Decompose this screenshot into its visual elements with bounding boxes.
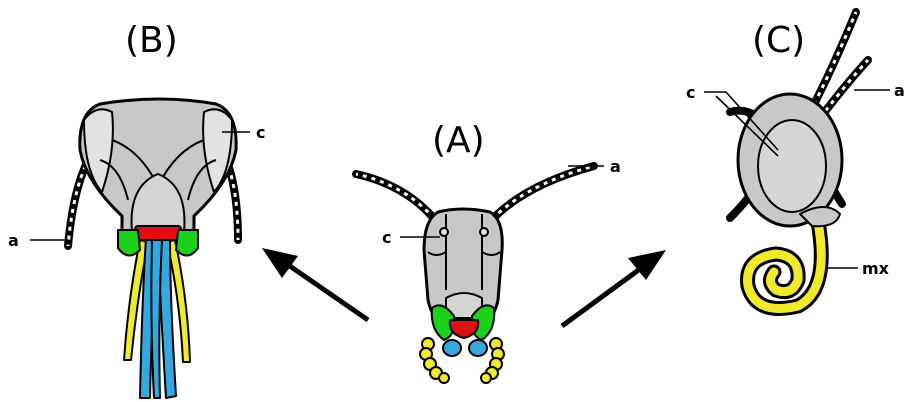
panel-a-antenna-right bbox=[482, 162, 598, 230]
panel-b-mandible-left bbox=[117, 229, 141, 257]
panel-c-label: (C) bbox=[752, 20, 805, 61]
panel-a-label-a: a bbox=[610, 157, 621, 176]
panel-b-proboscis bbox=[123, 237, 191, 399]
arrow-to-panel-b bbox=[262, 248, 370, 323]
panel-a-labrum bbox=[448, 319, 480, 339]
panel-a-maxillary-palps bbox=[419, 337, 505, 384]
panel-a-antenna-left bbox=[352, 170, 444, 230]
panel-b-label-c: c bbox=[256, 123, 265, 142]
panel-b-labrum bbox=[134, 225, 182, 241]
panel-b-label: (B) bbox=[125, 20, 178, 61]
panel-a-head: (A) c a bbox=[352, 120, 621, 384]
panel-a-clypeus bbox=[445, 292, 483, 319]
panel-a-labium-right bbox=[468, 339, 488, 357]
panel-b-head: (B) c a bbox=[8, 20, 265, 399]
panel-a-label: (A) bbox=[432, 120, 485, 161]
panel-c-label-c: c bbox=[686, 83, 695, 102]
panel-c-clypeus bbox=[757, 119, 827, 213]
arrow-to-panel-c bbox=[560, 250, 666, 329]
panel-a-label-c: c bbox=[382, 228, 391, 247]
panel-a-labium-left bbox=[442, 339, 462, 357]
panel-b-label-a: a bbox=[8, 231, 19, 250]
panel-b-compound-eye-right bbox=[202, 108, 233, 193]
panel-c-label-mx: mx bbox=[862, 259, 890, 278]
panel-c-label-a: a bbox=[894, 81, 905, 100]
panel-b-mandible-right bbox=[175, 229, 199, 257]
panel-b-clypeus bbox=[130, 173, 186, 233]
panel-b-compound-eye-left bbox=[83, 108, 114, 193]
panel-b-head-capsule bbox=[78, 97, 238, 236]
panel-c-head: (C) c a mx bbox=[686, 8, 905, 316]
